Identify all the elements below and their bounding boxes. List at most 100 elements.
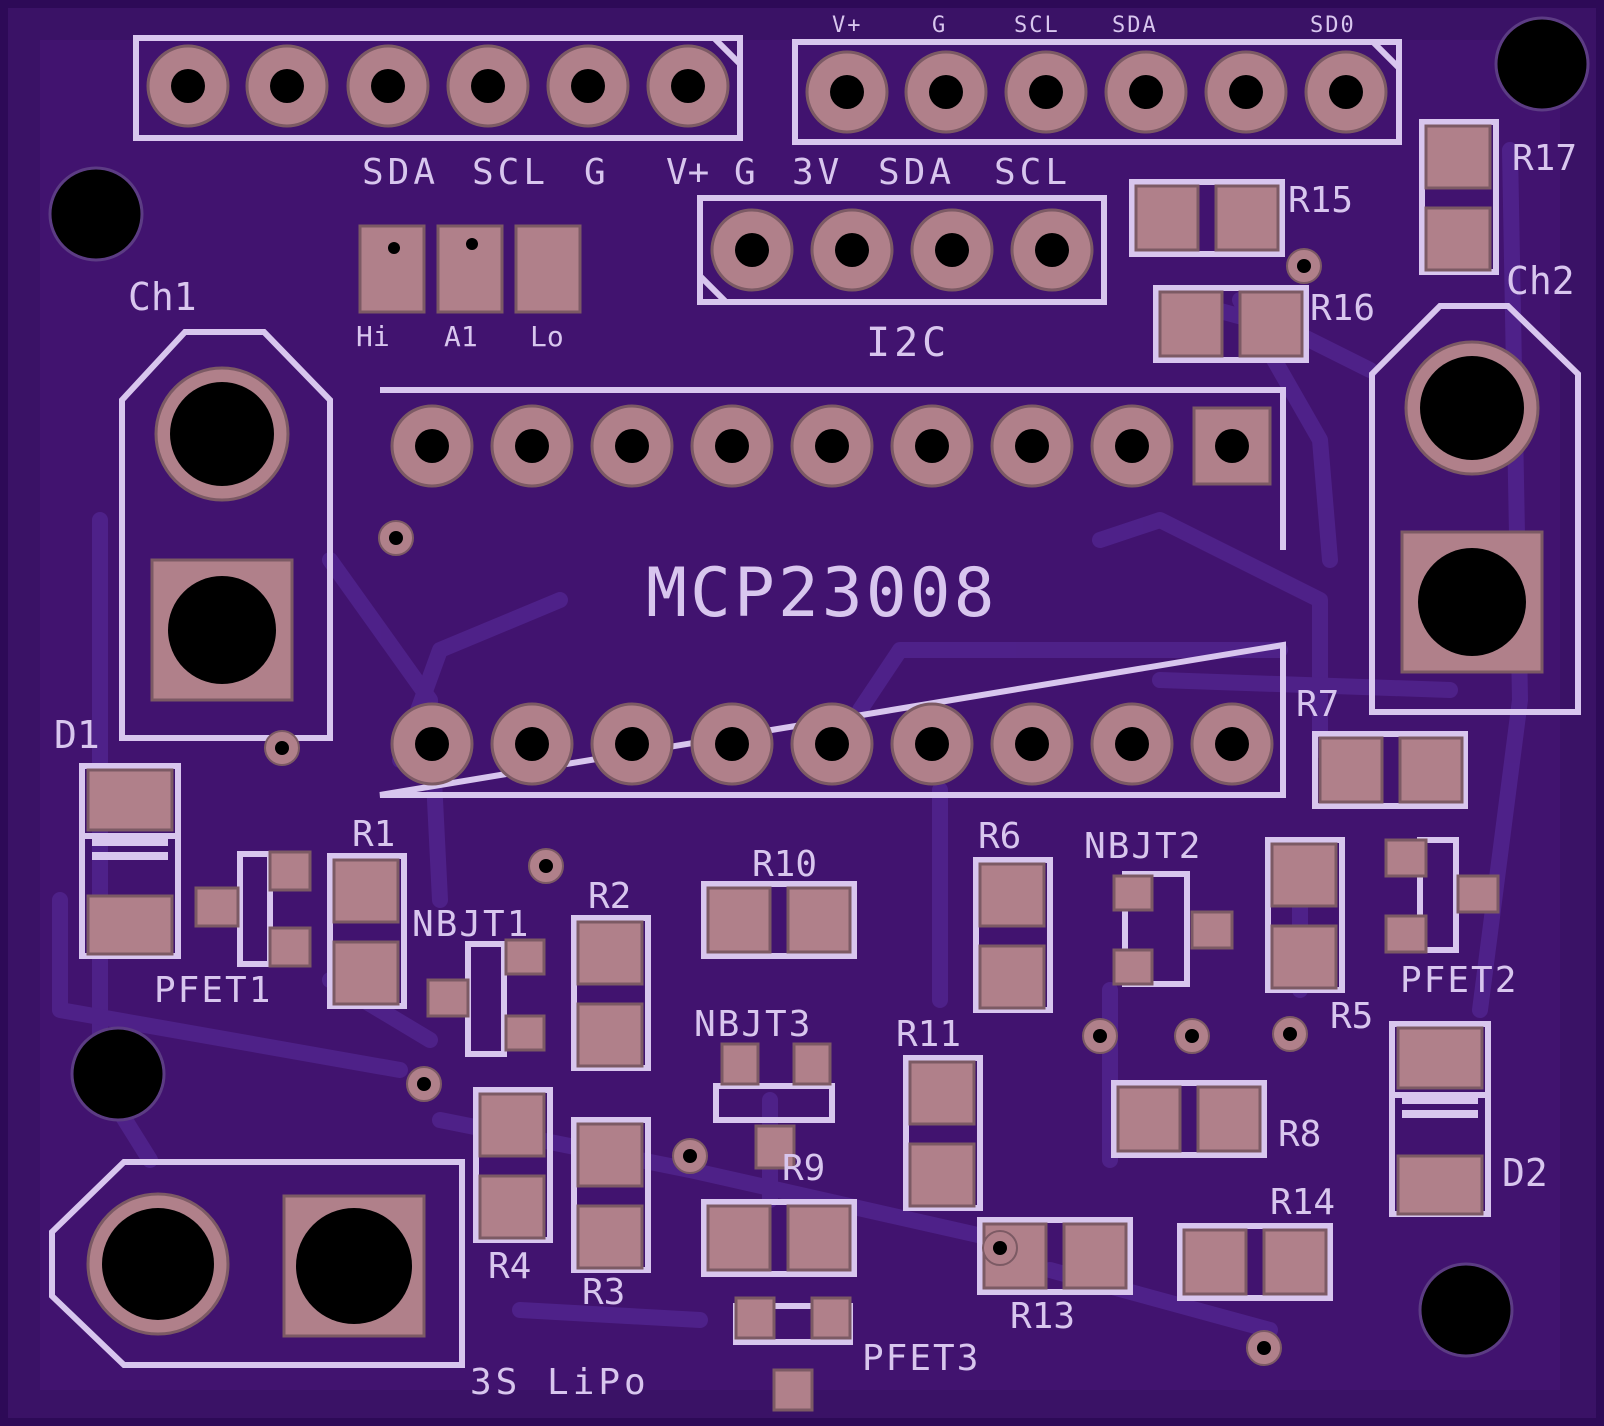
jumper-lo-pad <box>514 224 582 314</box>
d1-pad-b <box>86 894 174 956</box>
pfet1-pad-1 <box>268 850 312 892</box>
d2-pad-a <box>1396 1026 1484 1090</box>
label-r3: R3 <box>582 1272 625 1313</box>
r17-pad-b <box>1424 206 1492 272</box>
mount-hole-bottom-left <box>70 1026 166 1122</box>
label-r9: R9 <box>782 1148 825 1189</box>
header-right-pin-1-hole <box>830 75 864 109</box>
r9-pad-b <box>786 1204 852 1272</box>
label-jumper-lo: Lo <box>530 320 564 353</box>
ic-pin-top-2-hole <box>515 429 549 463</box>
pads-layer <box>48 16 1590 1412</box>
battery-terminal-a-hole <box>102 1208 214 1320</box>
label-r7: R7 <box>1296 684 1339 725</box>
pfet3-pad-1 <box>734 1296 776 1340</box>
header-left-pin-3-hole <box>371 69 405 103</box>
label-r1: R1 <box>352 814 395 855</box>
silk-labels: SDA SCL G V+ V+ G SCL SDA SD0 G 3V SDA S… <box>54 13 1577 1403</box>
label-i2c-g: G <box>734 152 756 193</box>
header-right-pin-4-hole <box>1129 75 1163 109</box>
r16-pad-b <box>1238 290 1304 358</box>
label-d2: D2 <box>1502 1151 1548 1195</box>
ic-pin-top-8-hole <box>1115 429 1149 463</box>
label-battery: 3S LiPo <box>470 1362 650 1403</box>
pfet2-pad-1 <box>1384 838 1428 878</box>
r7-pad-b <box>1398 736 1464 804</box>
nbjt1-pad-2 <box>504 1014 546 1052</box>
header-i2c-pin-3-hole <box>935 233 969 267</box>
r15-pad-b <box>1214 184 1280 252</box>
battery-terminal-b-hole <box>296 1208 412 1324</box>
label-r15: R15 <box>1288 180 1353 221</box>
d2-pad-b <box>1396 1154 1484 1216</box>
label-r11: R11 <box>896 1014 961 1055</box>
label-i2c-3v: 3V <box>792 152 843 193</box>
label-nbjt3: NBJT3 <box>694 1004 812 1045</box>
r17-pad-a <box>1424 124 1492 190</box>
label-pfet3: PFET3 <box>862 1338 980 1379</box>
jumper-hi-pad <box>358 224 426 314</box>
label-r8: R8 <box>1278 1114 1321 1155</box>
label-ch2: Ch2 <box>1506 259 1575 303</box>
nbjt3-pad-3 <box>754 1124 796 1170</box>
r3-pad-b <box>576 1204 644 1270</box>
label-ch1: Ch1 <box>128 275 197 319</box>
ic-pin-bottom-1-hole <box>415 727 449 761</box>
r3-pad-a <box>576 1122 644 1188</box>
d1-pad-a <box>86 768 174 832</box>
label-nbjt1: NBJT1 <box>412 904 530 945</box>
r16-pad-a <box>1158 290 1224 358</box>
ic-pin-top-1-hole <box>415 429 449 463</box>
label-r13: R13 <box>1010 1296 1075 1337</box>
label-r17: R17 <box>1512 138 1577 179</box>
ch1-terminal-b-hole <box>168 576 276 684</box>
label-ic: MCP23008 <box>646 554 998 633</box>
label-i2c-scl: SCL <box>994 152 1071 193</box>
header-left-pin-4-hole <box>471 69 505 103</box>
header-right-pin-5-hole <box>1229 75 1263 109</box>
ic-pin-bottom-3-hole <box>615 727 649 761</box>
r14-pad-b <box>1262 1228 1328 1296</box>
jumper-hi-dot <box>388 242 400 254</box>
r8-pad-b <box>1196 1085 1262 1153</box>
label-hdr-right-sdo: SD0 <box>1310 13 1356 38</box>
pfet2-pad-3 <box>1456 874 1500 914</box>
mount-hole-top-left <box>48 166 144 262</box>
via-2-hole <box>275 741 289 755</box>
pfet1-pad-2 <box>268 926 312 968</box>
ic-pin-top-6-hole <box>915 429 949 463</box>
header-left-pin-2-hole <box>270 69 304 103</box>
label-hdr-left-vplus: V+ <box>666 152 709 193</box>
label-hdr-right-sda: SDA <box>1112 13 1158 38</box>
header-i2c-pin-1-hole <box>735 233 769 267</box>
r7-pad-a <box>1318 736 1384 804</box>
r1-pad-b <box>332 940 400 1006</box>
ic-pin-top-3-hole <box>615 429 649 463</box>
label-hdr-left-g: G <box>584 152 606 193</box>
ch2-terminal-a-hole <box>1420 356 1524 460</box>
via-11-hole <box>993 1241 1007 1255</box>
label-r2: R2 <box>588 876 631 917</box>
via-1-hole <box>389 531 403 545</box>
label-r5: R5 <box>1330 996 1373 1037</box>
ch2-terminal-b-hole <box>1418 548 1526 656</box>
r8-pad-a <box>1116 1085 1182 1153</box>
label-hdr-right-vplus: V+ <box>832 13 863 38</box>
r6-pad-a <box>978 862 1046 928</box>
jumper-a1-pad <box>436 224 504 314</box>
r5-pad-b <box>1270 924 1338 990</box>
nbjt2-pad-2 <box>1112 948 1154 986</box>
header-right-pin-3-hole <box>1029 75 1063 109</box>
ic-pin-bottom-4-hole <box>715 727 749 761</box>
header-left-pin-5-hole <box>571 69 605 103</box>
ic-pin-bottom-6-hole <box>915 727 949 761</box>
via-10-hole <box>1257 1341 1271 1355</box>
label-i2c-sda: SDA <box>878 152 955 193</box>
label-pfet2: PFET2 <box>1400 960 1518 1001</box>
r10-pad-b <box>786 886 852 954</box>
via-9-hole <box>1297 259 1311 273</box>
pfet1-pad-3 <box>194 886 240 928</box>
via-3-hole <box>539 859 553 873</box>
d1-band-1 <box>92 838 168 846</box>
